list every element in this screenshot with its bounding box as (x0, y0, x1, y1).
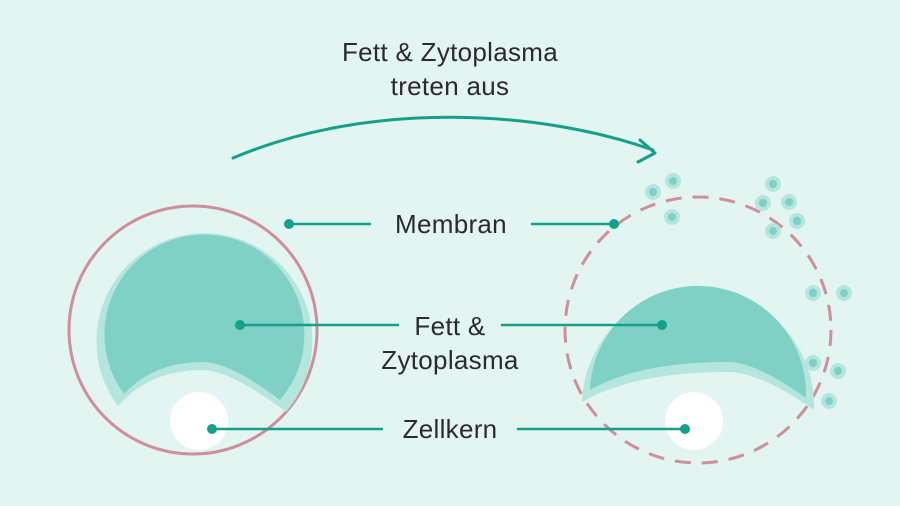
fat-droplet (805, 285, 821, 301)
connector-cytoplasm (235, 320, 667, 330)
released-cell (563, 195, 833, 465)
fat-droplet (765, 176, 781, 192)
intact-cell-cytoplasm (104, 234, 305, 400)
fat-droplet (836, 285, 852, 301)
released-cell-cytoplasm (590, 285, 807, 398)
released-cell-membrane (563, 195, 833, 465)
fat-cytoplasm-label-line-2: Zytoplasma (381, 345, 519, 375)
fat-droplets (645, 173, 852, 409)
intact-cell-membrane (67, 204, 319, 456)
diagram-title: Fett & Zytoplasma treten aus (300, 35, 600, 103)
connector-nucleus (207, 424, 690, 434)
fat-droplet (765, 223, 781, 239)
membrane-label: Membran (395, 209, 507, 239)
released-cell-nucleus (665, 392, 723, 450)
fat-droplet (755, 195, 771, 211)
fat-cytoplasm-label-line-1: Fett & (414, 311, 486, 341)
diagram-title-line-1: Fett & Zytoplasma (341, 37, 559, 67)
fat-droplet (664, 209, 680, 225)
intact-cell (67, 204, 319, 456)
nucleus-label: Zellkern (402, 414, 498, 444)
fat-droplet (805, 355, 821, 371)
fat-droplet (781, 194, 797, 210)
release-arrow-head (636, 138, 657, 164)
intact-cell-nucleus (170, 392, 228, 450)
release-arrow (231, 115, 655, 160)
diagram-title-line-2: treten aus (390, 71, 510, 101)
fat-droplet (821, 393, 837, 409)
fat-droplet (830, 363, 846, 379)
fat-droplet (789, 213, 805, 229)
fat-droplet (665, 173, 681, 189)
fat-droplet (645, 184, 661, 200)
fat-cytoplasm-label: Fett & Zytoplasma (350, 309, 550, 377)
connector-membrane (284, 219, 619, 229)
